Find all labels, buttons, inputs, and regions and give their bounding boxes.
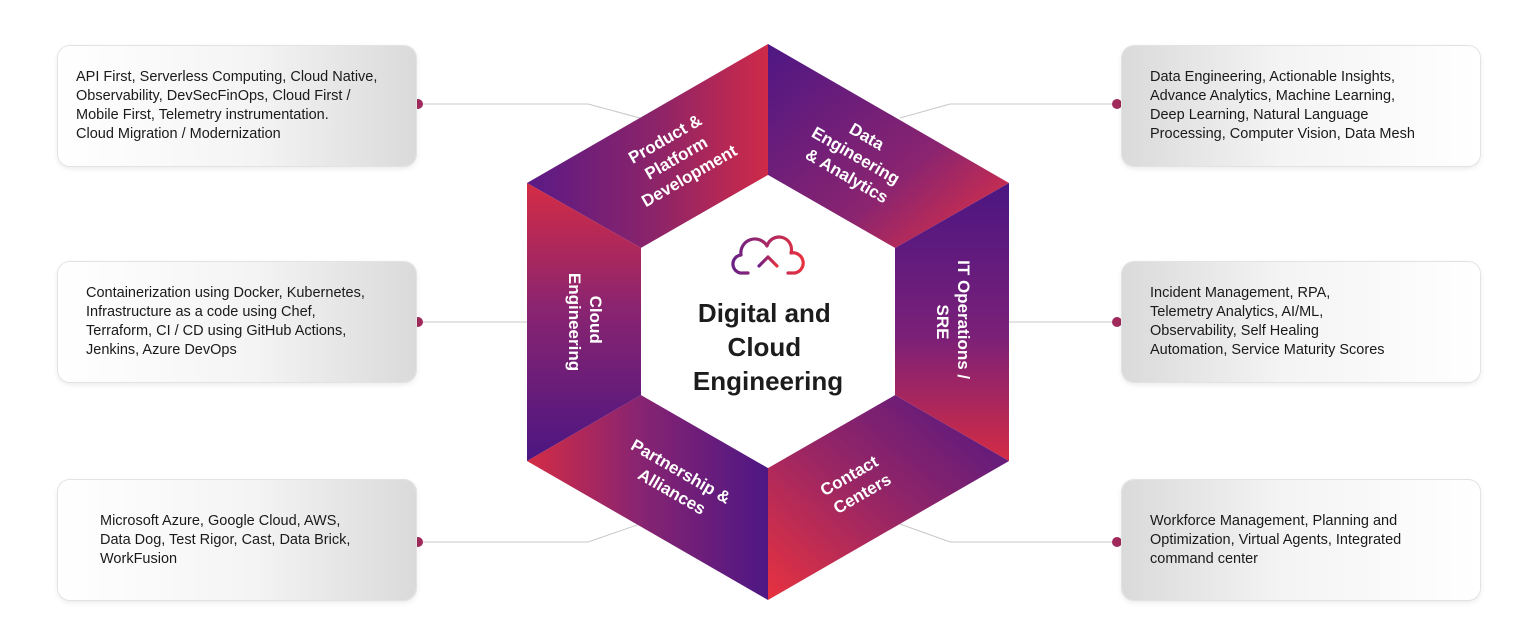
connector-dot-data xyxy=(1112,99,1122,109)
cloud-upload-icon xyxy=(731,235,805,284)
hexagon-ring xyxy=(527,44,1009,600)
card-itops: Incident Management, RPA, Telemetry Anal… xyxy=(1122,262,1480,382)
card-partnership: Microsoft Azure, Google Cloud, AWS, Data… xyxy=(58,480,416,600)
center-title-line: Cloud xyxy=(728,332,802,362)
card-text: Data Engineering, Actionable Insights, A… xyxy=(1150,69,1415,142)
center-title: Digital and Cloud Engineering xyxy=(693,298,843,396)
card-text: Microsoft Azure, Google Cloud, AWS, Data… xyxy=(100,512,351,567)
card-contact: Workforce Management, Planning and Optim… xyxy=(1122,480,1480,600)
center-hexagon xyxy=(641,175,895,468)
segment-partnership xyxy=(527,395,768,600)
segment-contact xyxy=(768,395,1009,600)
segment-label-cloud: Cloud Engineering xyxy=(565,273,605,371)
segment-label-line: Engineering xyxy=(565,273,584,371)
center-title-line: Engineering xyxy=(693,366,843,396)
connector-product xyxy=(418,103,641,119)
segment-label-itops: IT Operations / SRE xyxy=(933,260,973,384)
connector-lines xyxy=(418,103,1117,543)
connector-contact xyxy=(899,523,1117,543)
connector-dot-contact xyxy=(1112,537,1122,547)
card-text: Containerization using Docker, Kubernete… xyxy=(86,285,365,358)
center-title-line: Digital and xyxy=(698,298,831,328)
segment-itops xyxy=(895,183,1009,461)
card-text: Workforce Management, Planning and Optim… xyxy=(1150,512,1402,567)
segment-data xyxy=(768,44,1009,248)
connector-partnership xyxy=(418,523,641,543)
connector-dot-itops xyxy=(1112,317,1122,327)
card-text: API First, Serverless Computing, Cloud N… xyxy=(76,69,378,142)
segment-cloud xyxy=(527,183,641,461)
segment-label-line: IT Operations / xyxy=(954,260,973,379)
segment-product xyxy=(527,44,768,248)
segment-label-line: Cloud xyxy=(586,296,605,344)
segment-label-line: SRE xyxy=(933,305,952,340)
card-text: Incident Management, RPA, Telemetry Anal… xyxy=(1150,285,1385,358)
card-data: Data Engineering, Actionable Insights, A… xyxy=(1122,46,1480,166)
connector-data xyxy=(899,103,1117,119)
card-cloud: Containerization using Docker, Kubernete… xyxy=(58,262,416,382)
card-product: API First, Serverless Computing, Cloud N… xyxy=(58,46,416,166)
